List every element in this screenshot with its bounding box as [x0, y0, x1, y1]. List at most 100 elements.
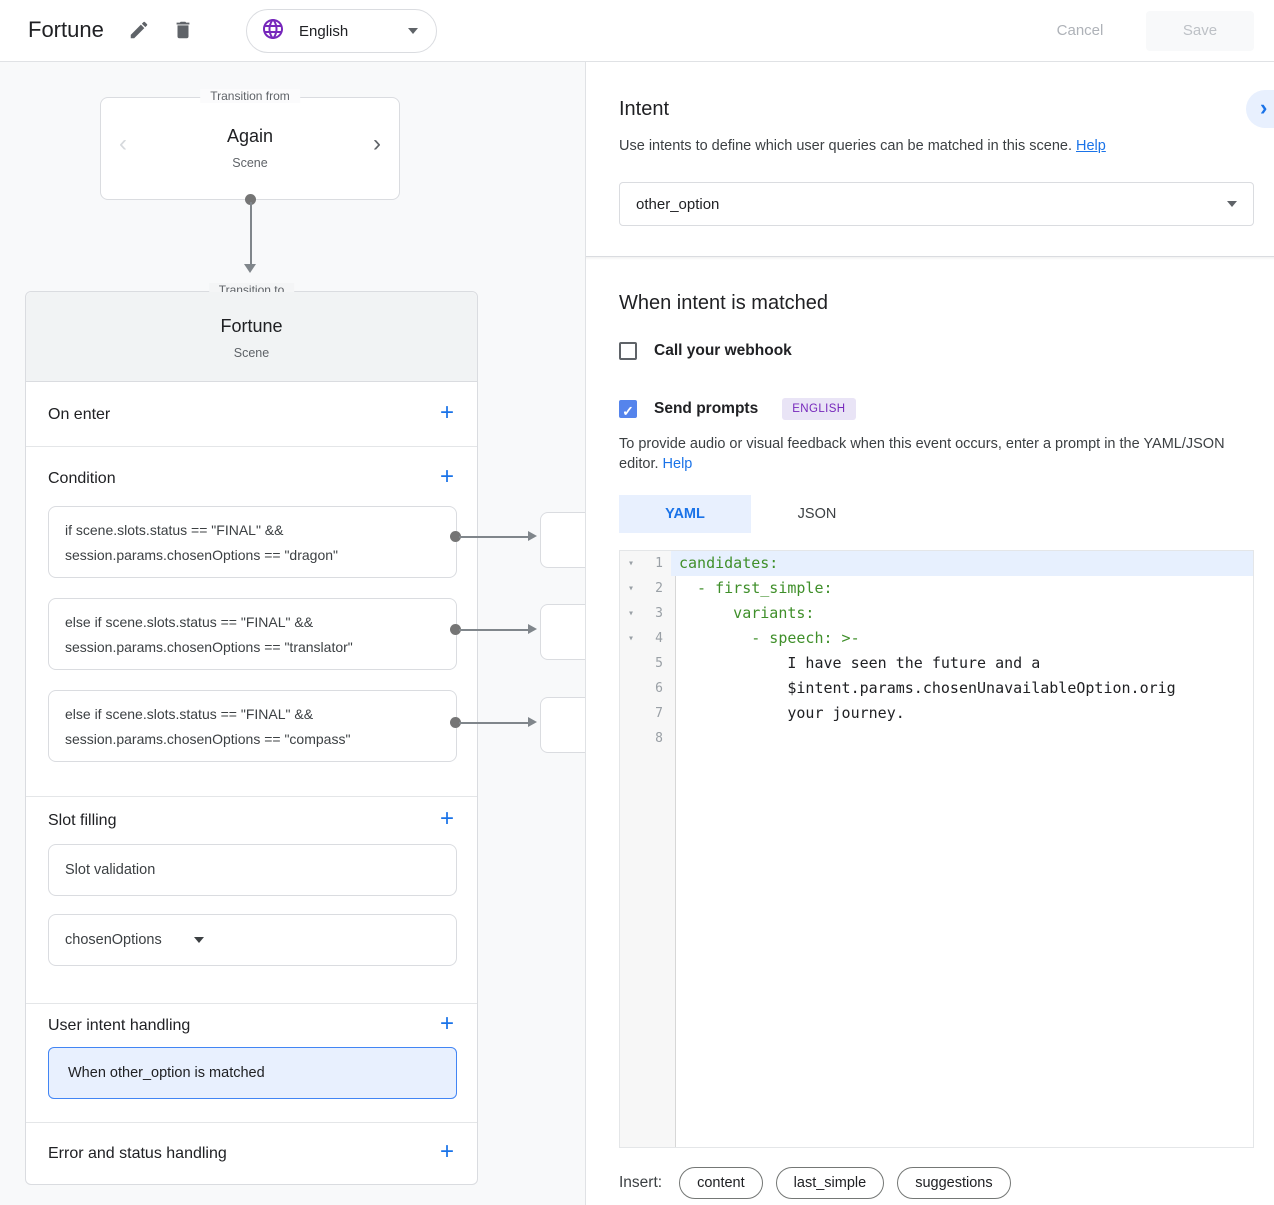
arrow-right-icon: [528, 717, 537, 727]
webhook-row: Call your webhook: [619, 342, 792, 360]
line-number: 2: [655, 581, 663, 596]
intent-description: Use intents to define which user queries…: [619, 138, 1106, 154]
transition-target-node[interactable]: [540, 697, 585, 753]
scene-title: Fortune: [28, 17, 104, 42]
line-number: 4: [655, 631, 663, 646]
intent-select[interactable]: other_option: [619, 182, 1254, 226]
call-webhook-checkbox[interactable]: [619, 342, 637, 360]
fold-arrow-icon: [620, 676, 642, 701]
send-prompts-checkbox[interactable]: ✓: [619, 400, 637, 419]
code-line[interactable]: ▾ 2 - first_simple:: [620, 576, 1253, 601]
code-line[interactable]: 8: [620, 726, 1253, 751]
code-text: your journey.: [679, 704, 905, 722]
fold-arrow-icon: [620, 651, 642, 676]
prompts-help-link[interactable]: Help: [662, 456, 693, 472]
fold-arrow-icon[interactable]: ▾: [627, 608, 635, 619]
slot-param-label: chosenOptions: [65, 932, 162, 948]
yaml-code-editor[interactable]: ▾ 1 candidates: ▾ 2 - first_simple: ▾ 3 …: [619, 550, 1254, 1148]
code-line[interactable]: 7 your journey.: [620, 701, 1253, 726]
add-intent-handler-button[interactable]: +: [439, 1010, 454, 1037]
add-error-handler-button[interactable]: +: [439, 1138, 454, 1165]
code-text: - speech: >-: [679, 629, 860, 647]
transition-from-card[interactable]: Transition from ‹ › Again Scene: [100, 89, 400, 200]
save-button[interactable]: Save: [1146, 11, 1254, 51]
globe-icon: [261, 17, 285, 46]
language-selector[interactable]: English: [246, 9, 437, 53]
condition-item[interactable]: if scene.slots.status == "FINAL" && sess…: [48, 506, 457, 578]
insert-suggestions-chip[interactable]: suggestions: [897, 1167, 1011, 1199]
pencil-icon: [128, 21, 150, 45]
prompts-hint: To provide audio or visual feedback when…: [619, 434, 1251, 474]
code-line[interactable]: 6 $intent.params.chosenUnavailableOption…: [620, 676, 1253, 701]
check-icon: ✓: [622, 403, 634, 419]
transition-target-node[interactable]: [540, 512, 585, 568]
intent-handler-item-selected[interactable]: When other_option is matched: [48, 1047, 457, 1099]
on-enter-label: On enter: [48, 406, 111, 423]
section-divider: [26, 1003, 477, 1004]
transition-target-node[interactable]: [540, 604, 585, 660]
code-line[interactable]: ▾ 3 variants:: [620, 601, 1253, 626]
line-number: 3: [655, 606, 663, 621]
slot-validation-item[interactable]: Slot validation: [48, 844, 457, 896]
from-scene-type: Scene: [232, 156, 268, 170]
code-line[interactable]: ▾ 1 candidates:: [620, 551, 1253, 576]
line-number: 6: [655, 681, 663, 696]
chevron-down-icon: [1227, 201, 1237, 207]
chevron-right-icon: ›: [1260, 95, 1268, 120]
fold-arrow-icon[interactable]: ▾: [627, 583, 635, 594]
line-number: 8: [655, 731, 663, 746]
chevron-right-icon[interactable]: ›: [373, 130, 381, 157]
collapse-panel-button[interactable]: ›: [1246, 90, 1274, 128]
from-scene-name: Again: [226, 126, 274, 146]
connector-dot: [450, 531, 461, 542]
connector-line: [459, 629, 529, 631]
scene-type: Scene: [233, 346, 270, 360]
code-line[interactable]: 5 I have seen the future and a: [620, 651, 1253, 676]
intent-help-link[interactable]: Help: [1076, 138, 1106, 154]
insert-last-simple-chip[interactable]: last_simple: [775, 1167, 885, 1199]
tab-json[interactable]: JSON: [797, 506, 837, 522]
condition-item[interactable]: else if scene.slots.status == "FINAL" &&…: [48, 598, 457, 670]
fold-arrow-icon: [620, 701, 642, 726]
condition-item[interactable]: else if scene.slots.status == "FINAL" &&…: [48, 690, 457, 762]
insert-toolbar: Insert: content last_simple suggestions: [619, 1167, 1024, 1199]
trash-icon: [172, 21, 194, 45]
arrow-down-icon: [244, 264, 256, 273]
fold-arrow-icon[interactable]: ▾: [627, 633, 635, 644]
tab-yaml[interactable]: YAML: [619, 495, 751, 533]
add-condition-button[interactable]: +: [439, 463, 454, 490]
chevron-down-icon: [408, 28, 418, 34]
code-text: $intent.params.chosenUnavailableOption.o…: [679, 679, 1176, 697]
intent-select-value: other_option: [636, 195, 720, 213]
add-on-enter-button[interactable]: +: [439, 399, 454, 426]
intent-panel-title: Intent: [619, 98, 670, 120]
transition-from-legend: Transition from: [200, 89, 300, 103]
condition-label: Condition: [48, 470, 116, 487]
fold-arrow-icon: [620, 726, 642, 751]
chevron-left-icon[interactable]: ‹: [119, 130, 127, 157]
connector-dot: [245, 194, 256, 205]
line-number: 1: [655, 556, 663, 571]
intent-editor-panel: Intent › Use intents to define which use…: [585, 62, 1274, 1205]
scene-card-header[interactable]: Fortune Scene: [26, 292, 477, 382]
language-label: English: [299, 22, 349, 40]
insert-label: Insert:: [619, 1174, 663, 1191]
when-matched-title: When intent is matched: [619, 292, 828, 314]
edit-scene-button[interactable]: [128, 19, 152, 43]
panel-divider: [586, 256, 1274, 260]
insert-content-chip[interactable]: content: [679, 1167, 763, 1199]
fold-arrow-icon[interactable]: ▾: [627, 558, 635, 569]
line-number: 7: [655, 706, 663, 721]
chevron-down-icon: [193, 937, 204, 943]
cancel-button[interactable]: Cancel: [1056, 22, 1104, 39]
delete-scene-button[interactable]: [172, 19, 196, 43]
code-line[interactable]: ▾ 4 - speech: >-: [620, 626, 1253, 651]
user-intent-handling-label: User intent handling: [48, 1017, 191, 1034]
slot-param-item[interactable]: chosenOptions: [48, 914, 457, 966]
connector-dot: [450, 717, 461, 728]
connector-line: [459, 536, 529, 538]
error-handling-label: Error and status handling: [48, 1145, 227, 1162]
send-prompts-label: Send prompts: [654, 400, 759, 417]
add-slot-button[interactable]: +: [439, 805, 454, 832]
